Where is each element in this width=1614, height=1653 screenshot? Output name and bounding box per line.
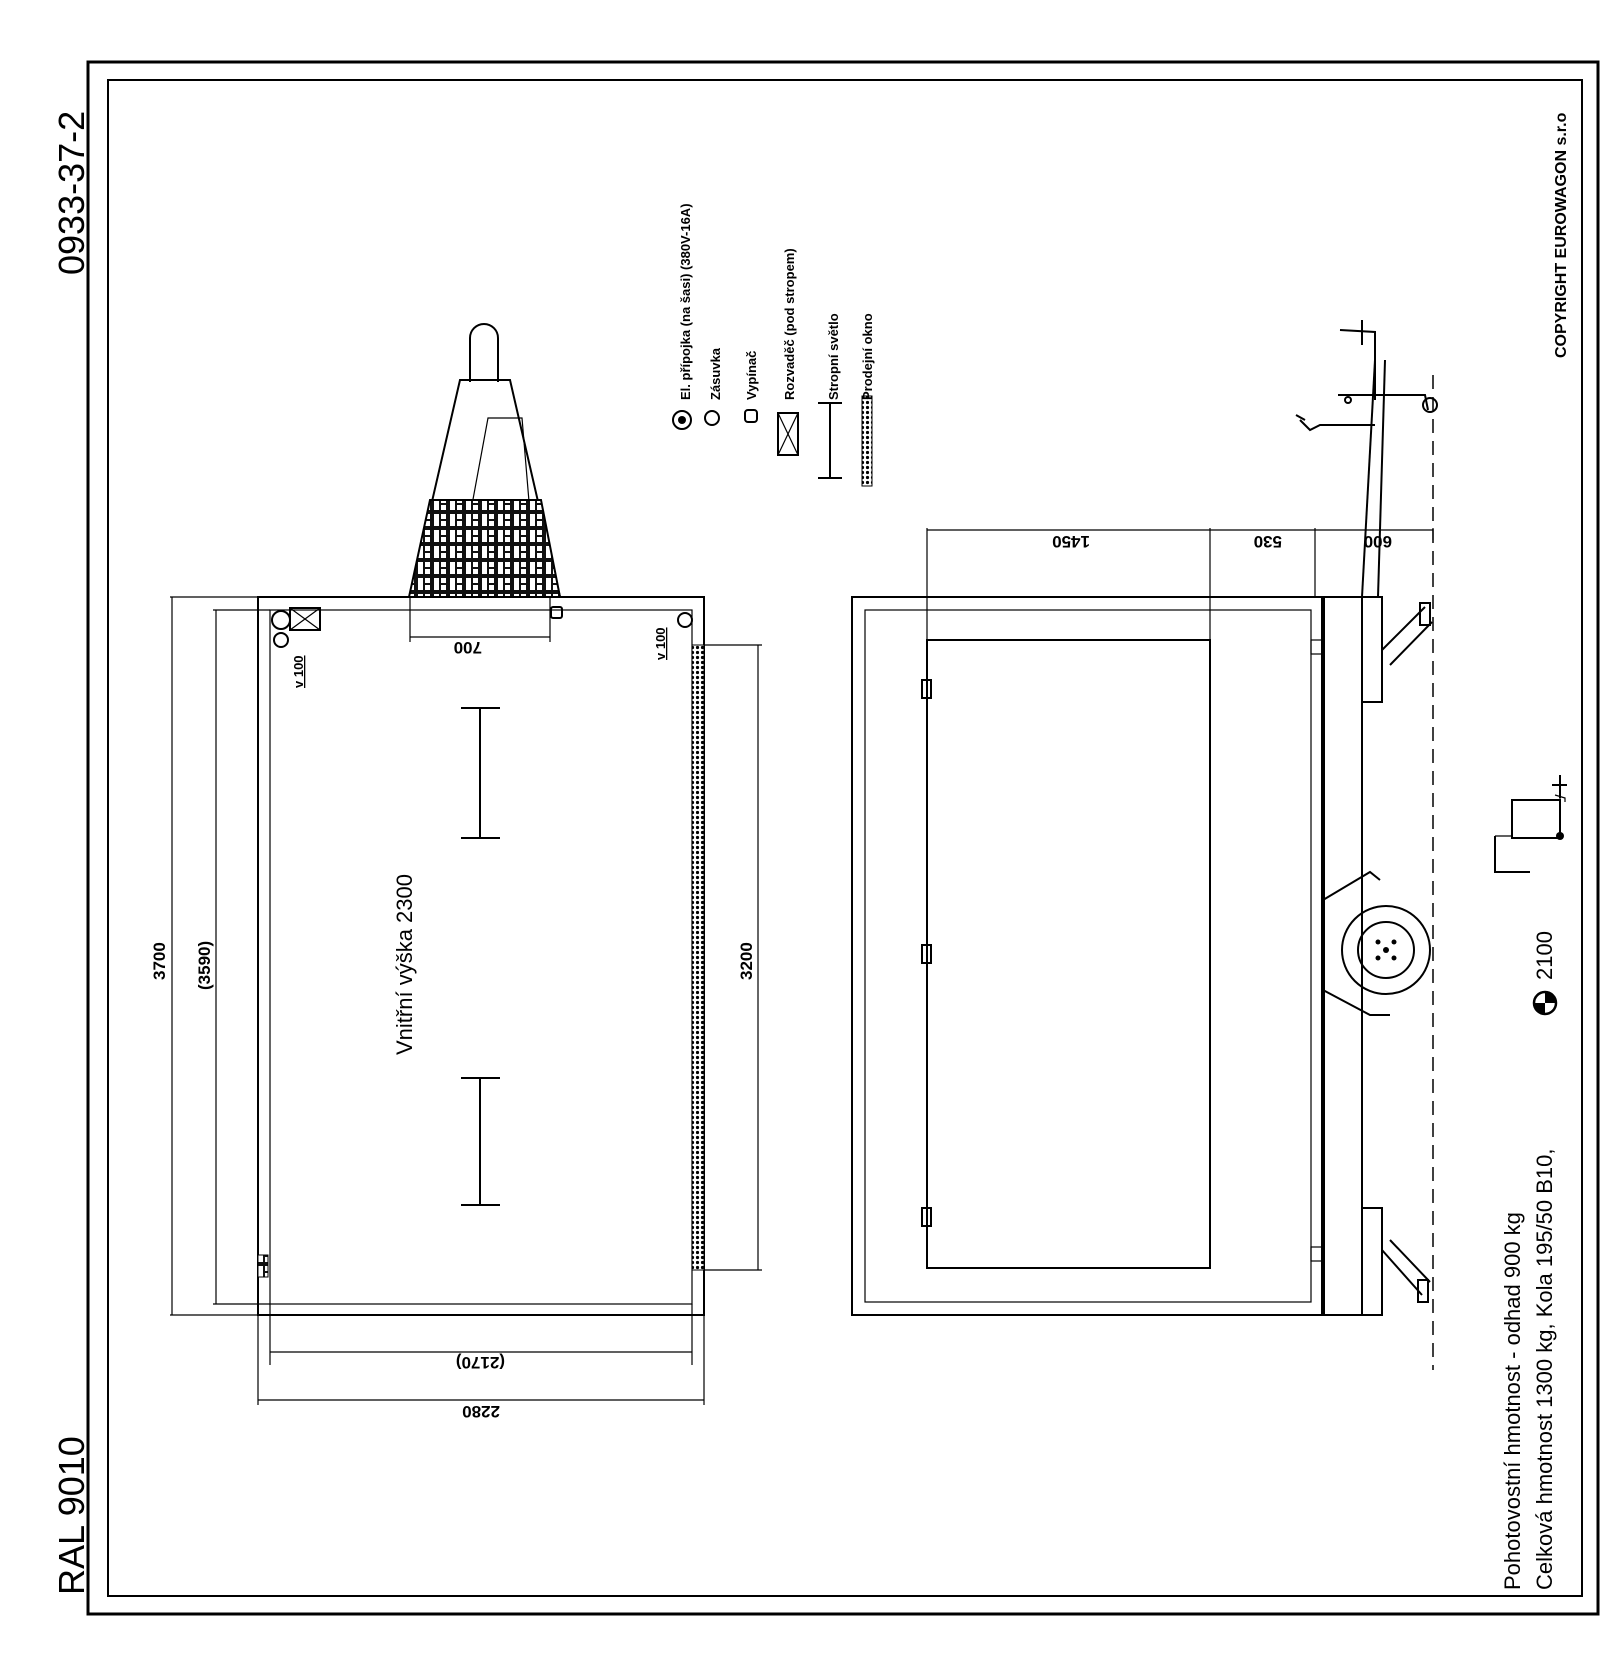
side-support-leg-rear: [1361, 1207, 1383, 1316]
legend-power-inlet-icon: [672, 410, 692, 430]
spec-standby-weight: Pohotovostní hmotnost - odhad 900 kg: [1500, 1212, 1525, 1590]
side-door-opening: [926, 639, 1211, 1269]
side-support-leg-front: [1361, 596, 1383, 703]
dimension-length-inner: (3590): [195, 609, 270, 1305]
dimension-width-inner-label: (2170): [456, 1353, 505, 1372]
dimension-drawbar-length-label: 600: [1364, 532, 1392, 551]
dimension-length-outer: 3700: [150, 596, 258, 1316]
specs-block: Pohotovostní hmotnost - odhad 900 kg Cel…: [1494, 775, 1567, 1590]
spec-total-weight-wheels: Celková hmotnost 1300 kg, Kola 195/50 B1…: [1532, 1148, 1557, 1590]
dimension-drawbar-width: 700: [409, 597, 551, 657]
socket-height-label-right: v 100: [653, 627, 668, 660]
dimension-window-length: 3200: [704, 644, 762, 1271]
plan-socket-icon-left: [273, 632, 289, 648]
side-wheel: [1322, 870, 1431, 1016]
plan-drawbar: [407, 323, 562, 598]
legend-distribution-box-icon: [777, 412, 799, 456]
dimension-length-outer-label: 3700: [150, 942, 169, 980]
side-hinge-1: [921, 679, 932, 699]
drawing-number: 0933-37-2: [51, 111, 92, 275]
legend-ceiling-light-icon: [818, 402, 842, 479]
spec-center-of-gravity: 2100: [1532, 931, 1557, 980]
dimension-width-inner: (2170): [269, 1304, 693, 1372]
axle-symbol-icon: [1494, 775, 1567, 873]
plan-hatch-mark: [257, 1254, 269, 1278]
socket-height-label-left: v 100: [291, 655, 306, 688]
dimension-length-inner-label: (3590): [195, 941, 214, 990]
plan-body-outer: [257, 596, 705, 1316]
legend-label-ceiling-light: Stropní světlo: [826, 313, 841, 400]
side-view: 1450 530 600: [851, 320, 1438, 1370]
plan-ceiling-light-icon-2: [461, 1077, 500, 1206]
plan-view: v 100 v 100 Vnitřní výška 2300 3700 (3: [150, 323, 762, 1421]
legend-label-distribution-box: Rozvaděč (pod stropem): [782, 248, 797, 400]
legend-switch-icon: [744, 409, 758, 423]
plan-ceiling-light-icon-1: [461, 707, 500, 839]
side-drawbar: [1295, 320, 1438, 598]
side-body-outer: [851, 596, 1325, 1316]
side-hinge-2: [921, 944, 932, 964]
legend-socket-icon: [704, 410, 720, 426]
dimension-gap-label: 530: [1254, 532, 1282, 551]
legend-label-power-inlet: El. přípojka (na šasi) (380V-16A): [678, 203, 693, 400]
plan-drawbar-tread-plate: [407, 499, 562, 598]
plan-socket-icon-right: [677, 612, 693, 628]
legend-label-socket: Zásuvka: [708, 347, 723, 400]
legend-label-switch: Vypínač: [744, 351, 759, 400]
dimension-door-width-label: 1450: [1052, 532, 1090, 551]
legend-sales-window-icon: [861, 395, 873, 487]
copyright-text: COPYRIGHT EUROWAGON s.r.o: [1553, 112, 1570, 358]
interior-height-label: Vnitřní výška 2300: [392, 874, 417, 1055]
side-hinge-3: [921, 1207, 932, 1227]
dimension-window-length-label: 3200: [737, 942, 756, 980]
drawing-frame: [86, 60, 1600, 1616]
legend-label-sales-window: Prodejní okno: [860, 313, 875, 400]
side-body-inner: [864, 609, 1312, 1303]
color-code: RAL 9010: [51, 1436, 92, 1595]
legend: El. přípojka (na šasi) (380V-16A) Zásuvk…: [672, 203, 875, 487]
plan-switch-icon: [550, 606, 563, 619]
side-chassis-frame: [1321, 596, 1363, 1316]
plan-distribution-box-icon: [289, 607, 321, 631]
plan-power-inlet-icon: [271, 610, 291, 630]
dimension-side-top: 1450 530 600: [926, 528, 1434, 640]
dimension-width-outer-label: 2280: [462, 1402, 500, 1421]
plan-sales-window: [691, 644, 705, 1271]
dimension-width-outer: 2280: [257, 1315, 705, 1421]
dimension-drawbar-width-label: 700: [454, 638, 482, 657]
center-of-gravity-icon: [1532, 990, 1558, 1016]
